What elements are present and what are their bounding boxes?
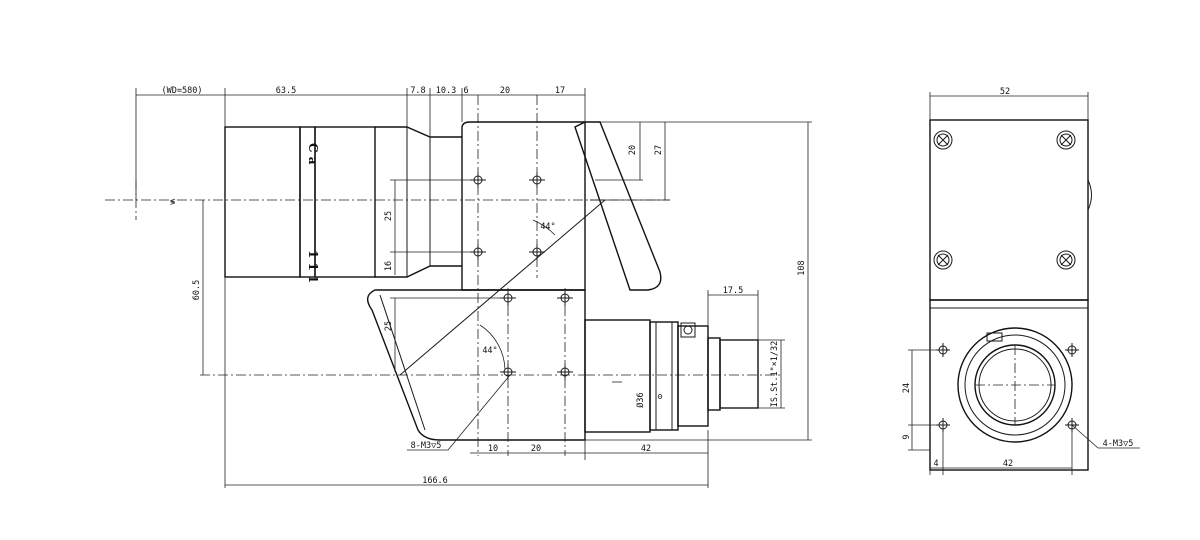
hole xyxy=(1065,343,1079,357)
thread-body xyxy=(719,339,759,409)
angle-upper-text: 44° xyxy=(540,222,555,232)
thread-step xyxy=(707,337,721,411)
dim-166-6: 166.6 xyxy=(422,476,448,486)
lens-body xyxy=(314,126,376,278)
dim-4: 4 xyxy=(933,459,938,469)
dimension-lines xyxy=(136,94,809,486)
mirror-plane-line xyxy=(399,199,606,376)
angle-lower-text: 44° xyxy=(482,346,497,356)
lock-screw-head-icon xyxy=(683,325,693,335)
prism-cover-upper xyxy=(574,121,662,291)
end-view-top-plate xyxy=(929,119,1089,301)
mirror-housing xyxy=(461,121,586,291)
side-bump xyxy=(1087,179,1092,211)
screw-icon xyxy=(1056,250,1076,270)
axis-symbol: ≶ xyxy=(170,197,175,207)
dim-wd: (WD=580) xyxy=(162,86,203,96)
dim-42-end: 42 xyxy=(1003,459,1013,469)
dim-42-bottom: 42 xyxy=(641,444,651,454)
mirror-housing-lower xyxy=(367,289,586,441)
dim-52: 52 xyxy=(1000,87,1010,97)
lens-taper-top xyxy=(375,126,462,138)
lens-ring xyxy=(964,334,1066,436)
camera-body xyxy=(584,319,651,433)
dim-10-3: 10.3 xyxy=(436,86,456,96)
dim-60-5: 60.5 xyxy=(192,280,202,300)
dim-7-8: 7.8 xyxy=(410,86,425,96)
holes-left-spec: 8-M3▽5 xyxy=(411,441,442,451)
end-view: 52 24 9 4 42 4-M3▽5 xyxy=(902,87,1140,475)
dim-24: 24 xyxy=(902,383,912,393)
dim-10-bottom: 10 xyxy=(488,444,498,454)
dim-thread: IS.St.1"×1/32 xyxy=(770,341,780,408)
side-view: C a 1 1 1 ʘ xyxy=(105,86,812,488)
dim-6: 6 xyxy=(463,86,468,96)
dim-27: 27 xyxy=(654,145,664,155)
lens-taper-bottom xyxy=(375,265,462,278)
c-mount-flange xyxy=(677,325,709,427)
lens-mark-icon: ʘ xyxy=(657,392,662,402)
holes-right-spec: 4-M3▽5 xyxy=(1103,439,1134,449)
end-view-dim-lines xyxy=(908,92,1140,475)
plate-edge xyxy=(379,294,426,431)
lens-label-bottom: 1 1 1 xyxy=(306,250,320,283)
end-view-bottom-plate xyxy=(929,299,1089,471)
dim-16: 16 xyxy=(384,261,394,271)
screw-icon xyxy=(1056,130,1076,150)
camera-ring xyxy=(649,321,679,431)
lens-outer-ring xyxy=(957,327,1073,443)
angle-arc-lower xyxy=(479,324,506,371)
screw-icon xyxy=(933,130,953,150)
dim-17-5: 17.5 xyxy=(723,286,743,296)
dim-dia-36: Ø36 xyxy=(635,392,646,407)
dim-25-upper: 25 xyxy=(384,211,394,221)
dim-9: 9 xyxy=(902,434,912,439)
angle-arc-upper xyxy=(532,219,556,236)
dim-20-bottom: 20 xyxy=(531,444,541,454)
lens-label-top: C a xyxy=(306,143,320,165)
lens-front-section xyxy=(224,126,301,278)
dim-20-right: 20 xyxy=(628,145,638,155)
extension-lines xyxy=(135,88,812,488)
lock-screw xyxy=(680,322,696,338)
dim-17: 17 xyxy=(555,86,565,96)
screw-icon xyxy=(933,250,953,270)
dim-108: 108 xyxy=(797,260,807,275)
dim-63-5: 63.5 xyxy=(276,86,296,96)
dim-20-top: 20 xyxy=(500,86,510,96)
dim-25-lower: 25 xyxy=(384,321,394,331)
